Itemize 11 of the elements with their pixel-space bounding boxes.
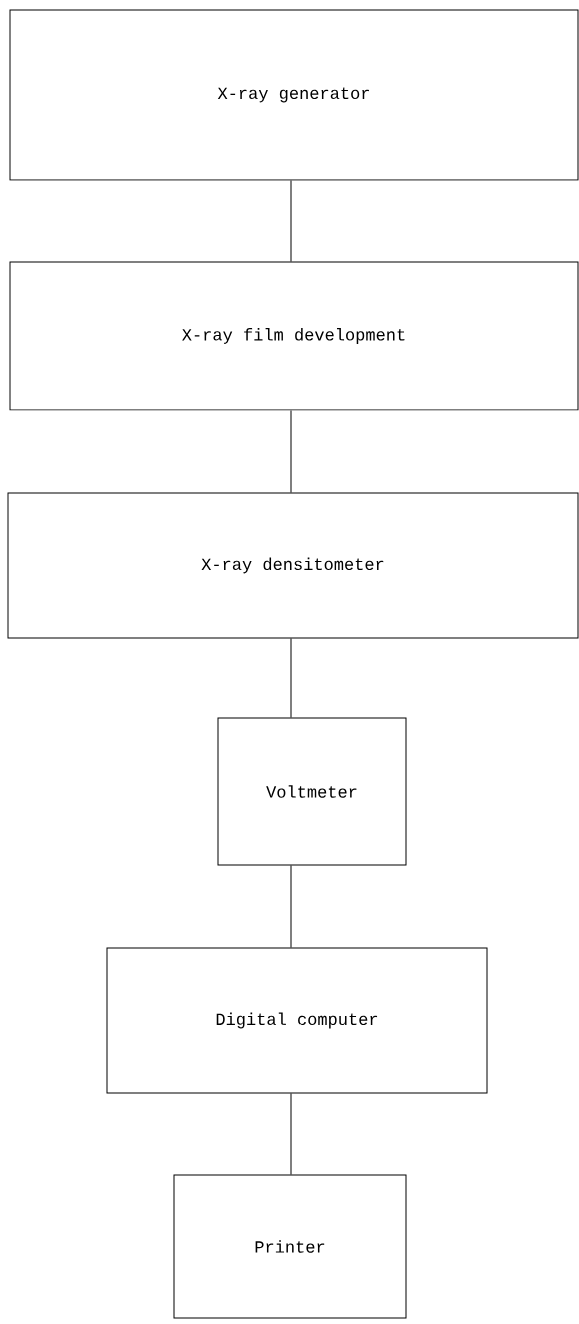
connector-line — [290, 638, 292, 718]
process-box: X-ray film development — [9, 261, 579, 411]
connector-line — [290, 1093, 292, 1175]
process-box: Printer — [173, 1174, 407, 1319]
process-box: X-ray generator — [9, 9, 579, 181]
process-box: Digital computer — [106, 947, 488, 1094]
process-box: X-ray densitometer — [7, 492, 579, 639]
connector-line — [290, 410, 292, 493]
process-box: Voltmeter — [217, 717, 407, 866]
connector-line — [290, 865, 292, 948]
connector-line — [290, 180, 292, 262]
